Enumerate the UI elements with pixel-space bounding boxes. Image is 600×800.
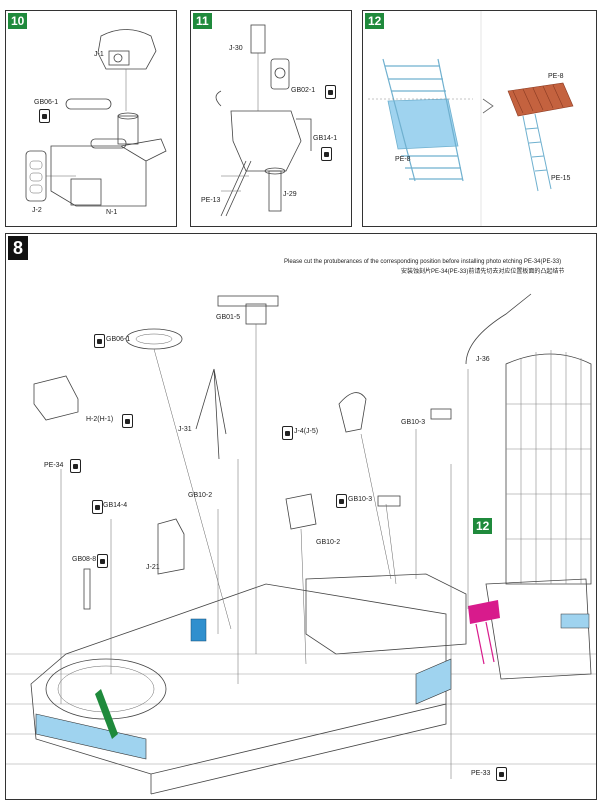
label-j-30: J-30 — [229, 45, 243, 52]
scissors-icon — [39, 109, 50, 123]
label-j-2: J-2 — [32, 207, 42, 214]
label-pe-13: PE-13 — [201, 197, 221, 204]
instruction-note-en: Please cut the protuberances of the corr… — [284, 259, 562, 265]
scissors-icon — [496, 767, 507, 781]
step-10-panel: 10 J-1 GB06-1 J-2 N-1 — [5, 10, 177, 227]
label-gb06-1: GB06-1 — [106, 336, 131, 343]
label-j-1: J-1 — [94, 51, 104, 58]
scissors-icon — [336, 494, 347, 508]
label-gb01-5: GB01-5 — [216, 314, 241, 321]
step-8-panel: 8 Please cut the protuberances of the co… — [5, 233, 597, 800]
label-gb10-2-right: GB10-2 — [316, 539, 341, 546]
scissors-icon — [321, 147, 332, 161]
scissors-icon — [94, 334, 105, 348]
label-h-2: H-2(H-1) — [86, 416, 114, 423]
step-12-panel: 12 — [362, 10, 597, 227]
label-gb08-8: GB08-8 — [72, 556, 97, 563]
step-11-number: 11 — [193, 13, 212, 29]
label-gb10-2-left: GB10-2 — [188, 492, 213, 499]
inset-step-12-marker: 12 — [473, 518, 493, 534]
step-8-drawing — [6, 293, 596, 795]
label-gb14-1: GB14-1 — [313, 135, 338, 142]
label-pe-33: PE-33 — [471, 770, 491, 777]
label-gb10-3-mid: GB10-3 — [348, 496, 373, 503]
label-gb10-3-top: GB10-3 — [401, 419, 426, 426]
instruction-note-cn: 安装蚀刻片PE-34(PE-33)前请先切去对应位置板面的凸起结节 — [401, 269, 565, 275]
label-gb02-1: GB02-1 — [291, 87, 316, 94]
label-j-21: J-21 — [146, 564, 160, 571]
scissors-icon — [325, 85, 336, 99]
label-gb06-1: GB06-1 — [34, 99, 59, 106]
label-pe-8-left: PE-8 — [395, 156, 411, 163]
label-j-36: J-36 — [476, 356, 490, 363]
scissors-icon — [92, 500, 103, 514]
step-12-drawing — [368, 11, 574, 226]
scissors-icon — [122, 414, 133, 428]
step-10-number: 10 — [8, 13, 28, 29]
label-pe-34: PE-34 — [44, 462, 64, 469]
label-j-31: J-31 — [178, 426, 192, 433]
scissors-icon — [282, 426, 293, 440]
step-10-drawing — [25, 29, 167, 207]
step-8-number: 8 — [8, 236, 29, 260]
step-12-number: 12 — [365, 13, 385, 29]
scissors-icon — [97, 554, 108, 568]
label-gb14-4: GB14-4 — [103, 502, 128, 509]
label-j-4: J-4(J-5) — [294, 428, 319, 435]
label-j-29: J-29 — [283, 191, 297, 198]
label-pe-8-right: PE-8 — [548, 73, 564, 80]
scissors-icon — [70, 459, 81, 473]
step-11-drawing — [215, 24, 312, 217]
label-n-1: N-1 — [106, 209, 118, 216]
label-pe-15: PE-15 — [551, 175, 571, 182]
step-11-panel: 11 J-30 GB02-1 GB14-1 PE-13 J-29 — [190, 10, 352, 227]
